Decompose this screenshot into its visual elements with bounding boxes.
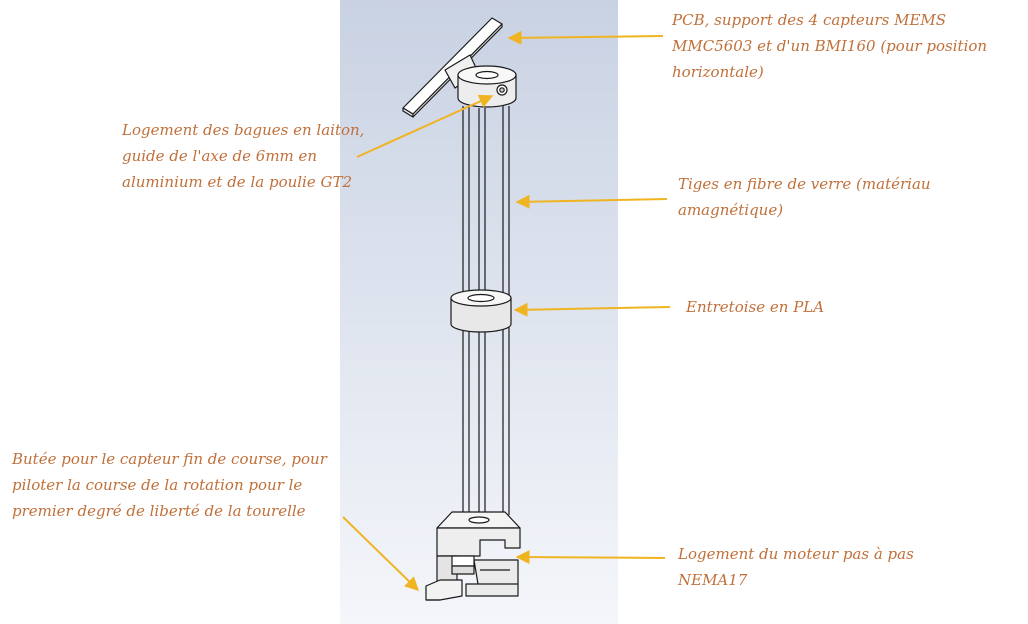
label-line: premier degré de liberté de la tourelle (12, 502, 306, 520)
label-line: Entretoise en PLA (686, 298, 825, 316)
label-line: Tiges en fibre de verre (matériau (678, 175, 931, 193)
label-glass-rods: Tiges en fibre de verre (matériau amagné… (678, 171, 931, 223)
upper-collar (457, 65, 517, 108)
label-line: Butée pour le capteur fin de course, pou… (12, 450, 327, 468)
label-line: aluminium et de la poulie GT2 (122, 173, 353, 191)
label-pcb: PCB, support des 4 capteurs MEMS MMC5603… (672, 7, 987, 85)
motor-housing (425, 511, 521, 601)
arrow-spacer (513, 302, 671, 317)
label-line: Logement des bagues en laiton, (122, 121, 365, 139)
arrow-glass-rods (515, 194, 668, 209)
arrow-pcb (507, 30, 664, 45)
arrow-motor-housing (515, 550, 666, 565)
label-line: guide de l'axe de 6mm en (122, 147, 318, 165)
label-line: MMC5603 et d'un BMI160 (pour position (672, 37, 988, 55)
label-line: amagnétique) (678, 201, 784, 219)
pla-spacer (450, 289, 512, 333)
label-spacer: Entretoise en PLA (686, 294, 824, 320)
label-motor-housing: Logement du moteur pas à pas NEMA17 (678, 541, 914, 593)
leader-arrows (342, 30, 671, 591)
turret-assembly (402, 17, 521, 601)
pcb-plate (402, 17, 503, 118)
label-bearing-housing: Logement des bagues en laiton, guide de … (122, 117, 364, 195)
arrow-end-stop (342, 516, 420, 591)
label-line: NEMA17 (678, 571, 748, 589)
label-line: horizontale) (672, 63, 764, 81)
arrow-bearing-housing (356, 94, 494, 158)
label-end-stop: Butée pour le capteur fin de course, pou… (12, 446, 327, 524)
label-line: piloter la course de la rotation pour le (12, 476, 303, 494)
label-line: PCB, support des 4 capteurs MEMS (672, 11, 947, 29)
label-line: Logement du moteur pas à pas (678, 545, 914, 563)
